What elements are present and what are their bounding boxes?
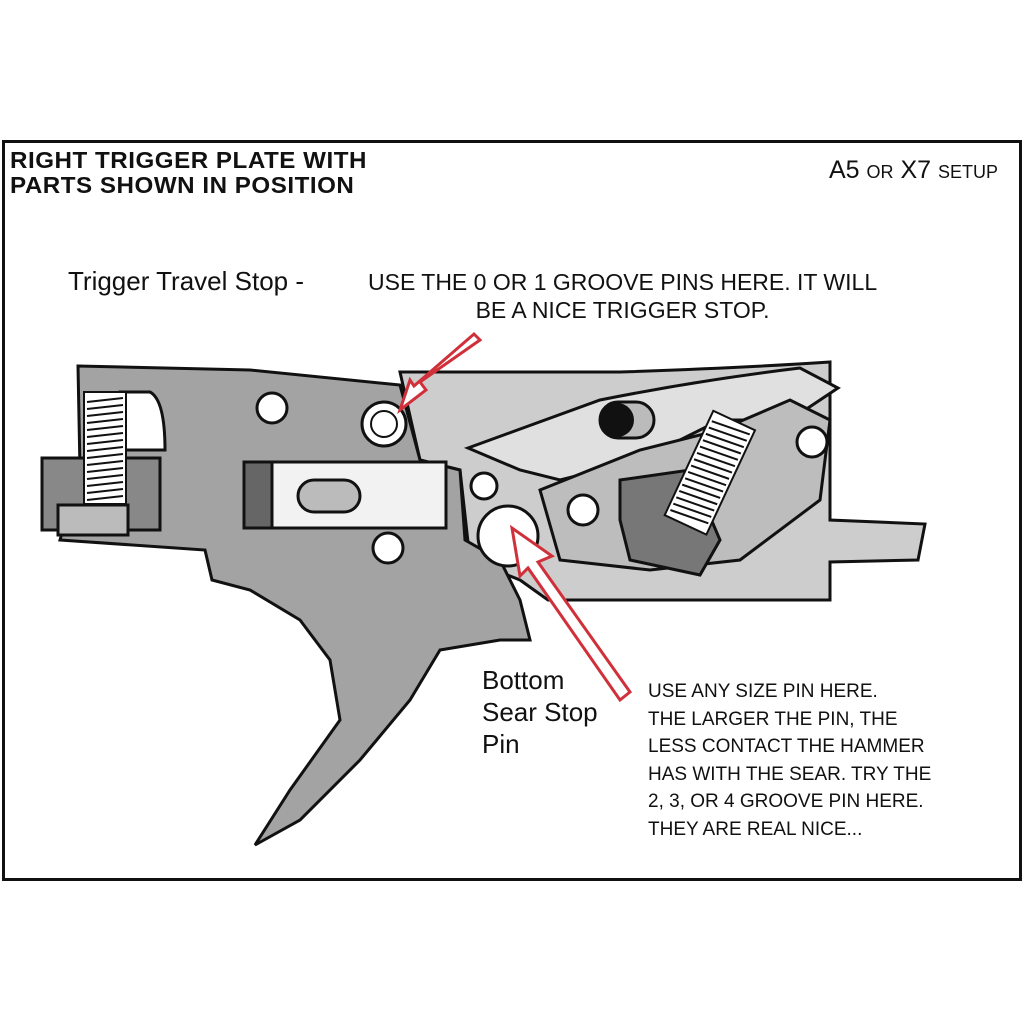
spring-coil <box>86 453 124 459</box>
spring-coil <box>86 404 124 410</box>
spring-coil <box>699 445 739 461</box>
spring-coil <box>708 426 748 442</box>
spring-coil <box>86 467 124 473</box>
pin <box>795 425 829 459</box>
diagram-title: RIGHT TRIGGER PLATE WITH PARTS SHOWN IN … <box>10 148 367 198</box>
label-line: Pin <box>482 729 520 759</box>
spring-coil <box>696 451 736 468</box>
note-line: THE LARGER THE PIN, THE <box>648 708 898 730</box>
spring-coil <box>86 474 124 480</box>
spring-coil <box>86 411 124 417</box>
spring-coil <box>684 477 724 493</box>
bottom-sear-stop-note: USE ANY SIZE PIN HERE. THE LARGER THE PI… <box>648 678 931 843</box>
note-line: 2, 3, OR 4 GROOVE PIN HERE. <box>648 791 924 812</box>
spring-coil <box>670 509 709 525</box>
spring-coil <box>702 439 742 455</box>
spring-coil <box>687 470 727 487</box>
arrow-trigger-travel-stop <box>397 331 483 415</box>
note-line: USE ANY SIZE PIN HERE. <box>648 681 878 702</box>
title-line: RIGHT TRIGGER PLATE WITH <box>10 147 367 173</box>
spring-coil <box>86 481 124 487</box>
spring-coil <box>711 420 751 436</box>
spring-coil <box>693 458 733 474</box>
label-line: Bottom <box>482 665 565 695</box>
spring-coil <box>86 488 124 494</box>
right-spring <box>663 409 757 536</box>
setup-or: OR <box>866 162 894 182</box>
note-line: BE A NICE TRIGGER STOP. <box>475 297 770 323</box>
trigger-travel-stop-note: USE THE 0 OR 1 GROOVE PINS HERE. IT WILL… <box>368 268 877 324</box>
spring-coil <box>675 496 715 512</box>
spring-coil <box>86 446 124 452</box>
note-line: HAS WITH THE SEAR. TRY THE <box>648 763 932 785</box>
setup-label: A5 OR X7 SETUP <box>829 156 998 185</box>
spring-coil <box>86 418 124 424</box>
label-line: Sear Stop <box>482 697 598 727</box>
left-spring <box>83 391 127 505</box>
spring-coil <box>86 495 124 501</box>
pin <box>255 391 289 425</box>
spring-coil <box>86 432 124 438</box>
spring-coil <box>86 460 124 466</box>
setup-word: SETUP <box>937 162 998 182</box>
trigger-window <box>118 390 167 452</box>
pin <box>469 471 499 501</box>
bottom-sear-stop-label: Bottom Sear Stop Pin <box>482 664 598 760</box>
spring-coil <box>86 397 124 403</box>
pin <box>371 531 405 565</box>
spring-coil <box>705 432 745 449</box>
spring-coil <box>86 425 124 431</box>
setup-a: A5 <box>828 156 860 184</box>
title-line: PARTS SHOWN IN POSITION <box>10 172 355 198</box>
setup-b: X7 <box>900 156 932 184</box>
spring-coil <box>86 439 124 445</box>
spring-coil <box>673 502 712 518</box>
note-line: THEY ARE REAL NICE... <box>648 818 863 840</box>
spring-coil <box>678 490 718 506</box>
note-line: LESS CONTACT THE HAMMER <box>648 736 925 757</box>
pin <box>566 493 600 527</box>
trigger-travel-stop-label: Trigger Travel Stop - <box>68 266 305 296</box>
note-line: USE THE 0 OR 1 GROOVE PINS HERE. IT WILL <box>368 269 878 295</box>
spring-coil <box>690 464 730 480</box>
spring-coil <box>681 483 721 499</box>
arrow-bottom-sear-stop <box>509 524 633 703</box>
